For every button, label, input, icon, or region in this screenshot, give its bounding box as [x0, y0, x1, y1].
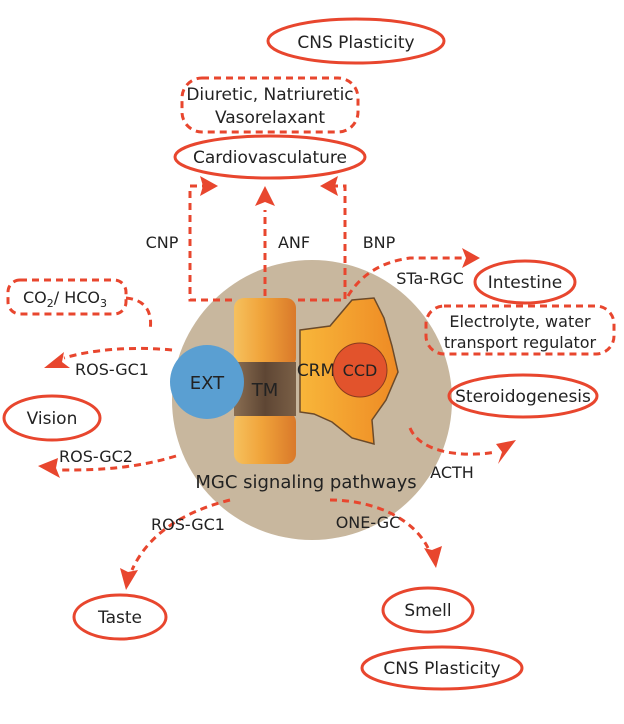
- cnp-label: CNP: [146, 233, 179, 252]
- ros-gc1-vision-pathway: ROS-GC1: [44, 346, 173, 379]
- tm-label: TM: [251, 380, 279, 401]
- ext-label: EXT: [190, 373, 225, 394]
- natriuretic-pathway: CNP ANF BNP: [146, 176, 396, 302]
- steroidogenesis-label: Steroidogenesis: [455, 387, 591, 407]
- ros-gc1-taste-pathway: ROS-GC1: [120, 498, 231, 590]
- intestine-label: Intestine: [488, 273, 562, 293]
- electrolyte-node: Electrolyte, water transport regulator: [424, 304, 616, 356]
- anf-label: ANF: [278, 233, 310, 252]
- acth-label: ACTH: [430, 463, 474, 482]
- diuretic-label-line2: Vasorelaxant: [215, 108, 325, 128]
- lower-cylinder: [234, 412, 296, 464]
- ros-gc1-vision-label: ROS-GC1: [75, 360, 149, 379]
- taste-label: Taste: [97, 608, 142, 628]
- cardiovasculature-label: Cardiovasculature: [193, 148, 347, 168]
- smell-label: Smell: [404, 601, 451, 621]
- ros-gc2-label: ROS-GC2: [59, 447, 133, 466]
- acth-pathway: ACTH: [408, 427, 516, 482]
- cns-plasticity-top-node: CNS Plasticity: [266, 17, 446, 65]
- tm-band: [234, 362, 296, 416]
- cardiovasculature-node: Cardiovasculature: [173, 134, 367, 180]
- smell-node: Smell: [381, 586, 475, 634]
- diuretic-node: Diuretic, Natriuretic Vasorelaxant: [180, 76, 360, 134]
- ccd-domain: [332, 342, 388, 398]
- vision-label: Vision: [27, 409, 78, 429]
- ros-gc2-pathway: ROS-GC2: [38, 447, 177, 478]
- upper-cylinder: [234, 298, 296, 368]
- ext-domain: [170, 345, 244, 419]
- hub: TM EXT CRM CCD MGC signaling pathways: [170, 260, 452, 540]
- sta-rgc-label: STa-RGC: [396, 269, 464, 288]
- steroidogenesis-node: Steroidogenesis: [447, 373, 599, 419]
- co2-hco3-label: CO2/ HCO3: [23, 288, 107, 310]
- co2-hco3-node: CO2/ HCO3: [6, 278, 128, 316]
- hub-caption: MGC signaling pathways: [195, 472, 416, 493]
- co2-connector: [125, 296, 153, 331]
- cns-plasticity-top-label: CNS Plasticity: [297, 33, 414, 53]
- cns-plasticity-bottom-node: CNS Plasticity: [360, 645, 524, 691]
- sta-rgc-pathway: STa-RGC: [346, 248, 480, 297]
- intestine-node: Intestine: [473, 259, 577, 305]
- electrolyte-label-line1: Electrolyte, water: [449, 312, 591, 331]
- ccd-label: CCD: [343, 361, 378, 380]
- bnp-label: BNP: [363, 233, 396, 252]
- vision-node: Vision: [2, 394, 102, 442]
- one-gc-label: ONE-GC: [336, 513, 401, 532]
- ros-gc1-taste-label: ROS-GC1: [151, 515, 225, 534]
- one-gc-pathway: ONE-GC: [329, 498, 442, 568]
- electrolyte-label-line2: transport regulator: [444, 333, 597, 352]
- taste-node: Taste: [72, 593, 168, 641]
- diuretic-label-line1: Diuretic, Natriuretic: [186, 85, 353, 105]
- crm-label: CRM: [297, 361, 335, 381]
- cns-plasticity-bottom-label: CNS Plasticity: [383, 659, 500, 679]
